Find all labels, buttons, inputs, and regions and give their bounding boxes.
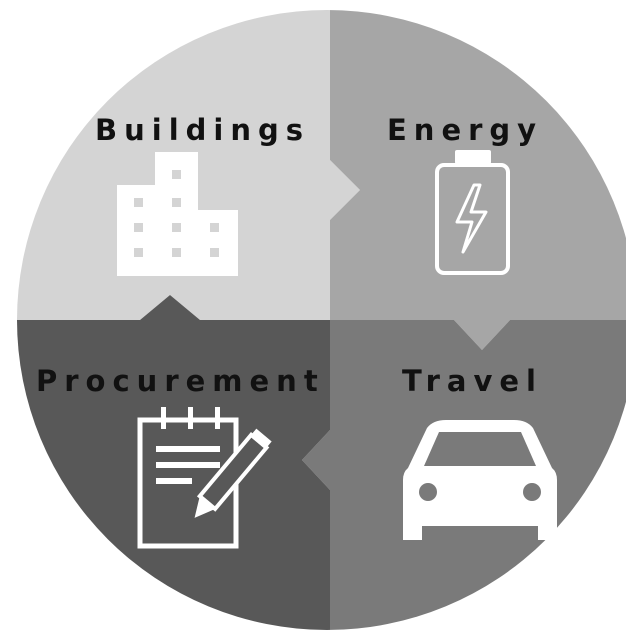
clipboard-icon (137, 407, 272, 549)
label-procurement: Procurement (36, 364, 325, 398)
label-energy: Energy (387, 113, 543, 147)
car-icon (403, 420, 557, 540)
quadrant-energy (330, 10, 626, 350)
label-buildings: Buildings (95, 113, 310, 147)
battery-icon (435, 150, 510, 275)
building-icon (117, 152, 238, 276)
label-travel: Travel (402, 364, 543, 398)
